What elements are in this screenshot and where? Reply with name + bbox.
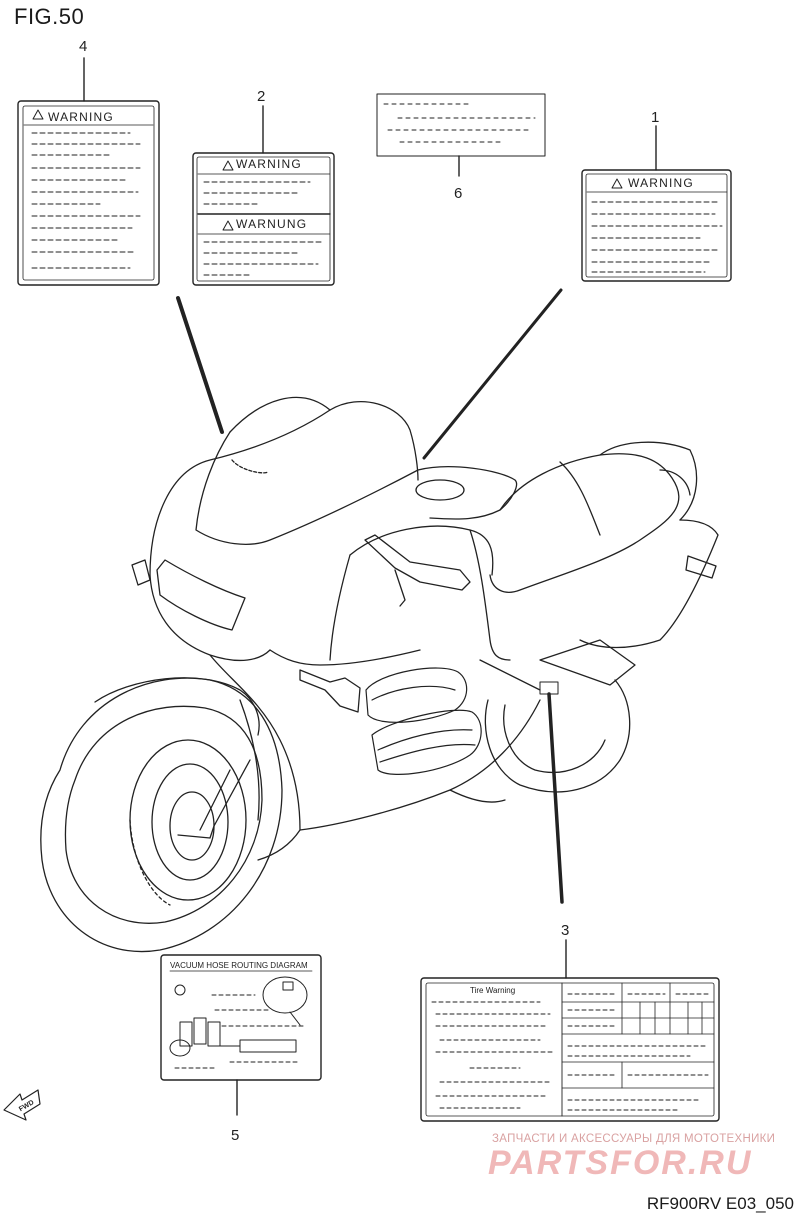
- motorcycle-drawing: [40, 396, 719, 953]
- warning-label-2[interactable]: WARNING WARNUNG: [192, 152, 335, 286]
- callout-number-6: 6: [454, 185, 462, 202]
- figure-title: FIG.50: [14, 4, 85, 29]
- leader-line-label-1-to-bike: [422, 288, 563, 460]
- warning-label-1[interactable]: WARNING: [581, 169, 732, 282]
- leader-line-label-4-to-bike: [176, 296, 224, 434]
- callout-number-3: 3: [561, 922, 569, 939]
- label-1-heading: WARNING: [628, 176, 694, 190]
- label-5-heading: VACUUM HOSE ROUTING DIAGRAM: [170, 961, 308, 970]
- callout-number-1: 1: [651, 109, 659, 126]
- label-4-heading: WARNING: [48, 110, 114, 124]
- vacuum-hose-diagram-label-5[interactable]: VACUUM HOSE ROUTING DIAGRAM: [160, 954, 322, 1081]
- label-3-heading: Tire Warning: [470, 986, 515, 995]
- info-label-6[interactable]: [376, 93, 546, 157]
- watermark-logo: PARTSFOR.RU: [488, 1144, 753, 1182]
- figure-code: RF900RV E03_050: [646, 1194, 794, 1213]
- callout-number-5: 5: [231, 1127, 239, 1144]
- warning-label-4[interactable]: WARNING: [17, 100, 160, 286]
- forward-direction-arrow: FWD: [3, 1089, 41, 1121]
- callout-number-2: 2: [257, 88, 265, 105]
- leader-line-label-3-to-bike: [547, 692, 564, 904]
- watermark-tagline: ЗАПЧАСТИ И АКСЕССУАРЫ ДЛЯ МОТОТЕХНИКИ: [492, 1133, 776, 1145]
- callout-number-4: 4: [79, 38, 87, 55]
- tire-info-label-3[interactable]: Tire Warning: [420, 977, 720, 1122]
- label-2-heading-de: WARNUNG: [236, 217, 307, 231]
- label-2-heading: WARNING: [236, 157, 302, 171]
